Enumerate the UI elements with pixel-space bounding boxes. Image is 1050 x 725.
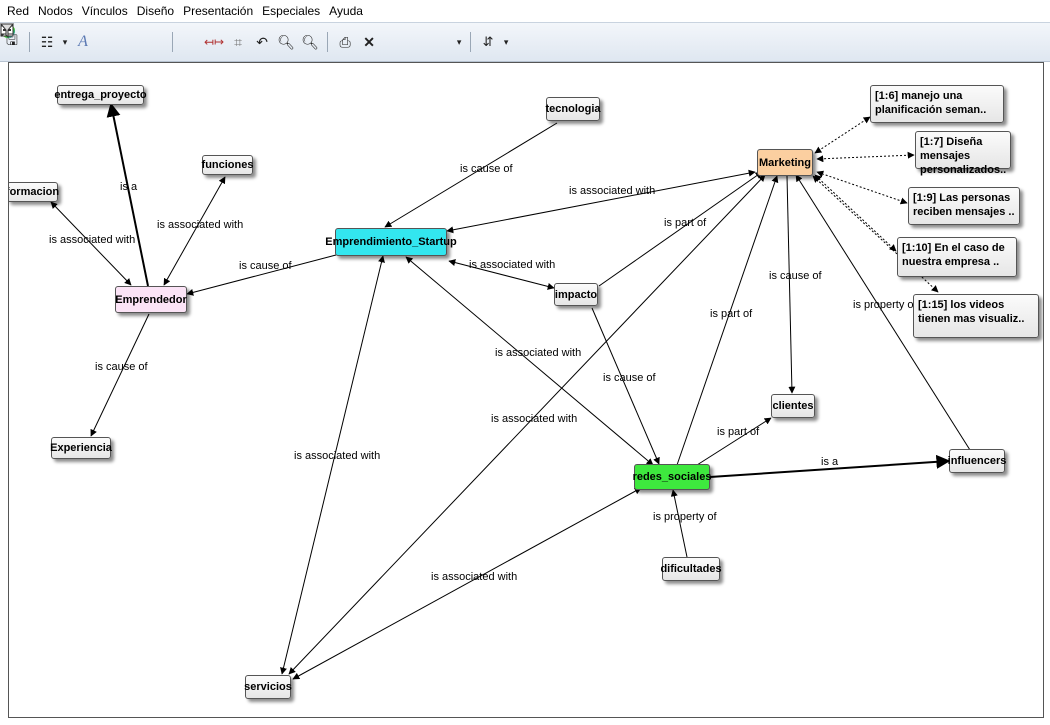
menu-bar: Red Nodos Vínculos Diseño Presentación E…: [0, 0, 1050, 22]
link-tecnologia-emprendimiento: [384, 122, 558, 228]
label-is-associated-with: is associated with: [569, 185, 655, 197]
font-icon[interactable]: A: [78, 33, 88, 50]
menu-ayuda[interactable]: Ayuda: [329, 4, 363, 18]
link-q3-marketing: [816, 170, 908, 205]
node-experiencia[interactable]: Experiencia: [50, 437, 112, 459]
node-quote-1-10[interactable]: [1:10] En el caso de nuestra empresa ..: [897, 237, 1017, 277]
search-icon[interactable]: [0, 23, 165, 53]
label-is-associated-with: is associated with: [49, 234, 135, 246]
delete-icon[interactable]: ✕: [363, 33, 375, 50]
grid-icon[interactable]: ⌗: [234, 33, 243, 50]
label-is-a: is a: [821, 456, 839, 468]
label-is-cause-of: is cause of: [603, 372, 657, 384]
label-is-part-of: is part of: [717, 426, 760, 438]
label-is-part-of: is part of: [710, 308, 753, 320]
toolbar-separator: [470, 32, 472, 52]
label-is-associated-with: is associated with: [469, 259, 555, 271]
link-emprendimiento-servicios: [280, 255, 385, 675]
menu-vinculos[interactable]: Vínculos: [81, 4, 128, 18]
link-redes-servicios: [292, 487, 642, 680]
label-is-property-of: is property of~: [853, 299, 923, 311]
label-is-cause-of: is cause of: [769, 270, 823, 282]
menu-presentacion[interactable]: Presentación: [183, 4, 254, 18]
label-is-a: is a: [120, 181, 138, 193]
menu-especiales[interactable]: Especiales: [262, 4, 321, 18]
menu-red[interactable]: Red: [7, 4, 30, 18]
unlink-icon[interactable]: [0, 23, 427, 53]
menu-diseno[interactable]: Diseño: [136, 4, 175, 18]
undo-icon[interactable]: ↶: [256, 33, 268, 50]
link-emprendedor-funciones: [163, 176, 226, 286]
link-layer: is a is associated with is associated wi…: [49, 102, 971, 680]
image-icon[interactable]: [0, 23, 141, 53]
link-redes-influencers: [709, 454, 951, 478]
link-emprendedor-entrega: [106, 102, 149, 287]
dropdown-icon[interactable]: ▾: [456, 36, 462, 47]
layout-icon[interactable]: [0, 23, 200, 53]
node-emprendimiento-startup[interactable]: Emprendimiento_Startup: [325, 228, 457, 256]
link-q1-marketing: [814, 116, 871, 154]
zoom-in-icon[interactable]: 🔍︎: [301, 33, 319, 50]
toolbar-separator: [327, 32, 329, 52]
link-marketing-emprendimiento: [446, 169, 756, 234]
toolbar-separator: [172, 32, 173, 52]
label-is-part-of: is part of: [664, 217, 707, 229]
sort-icon[interactable]: ⇵: [482, 34, 494, 49]
label-is-associated-with: is associated with: [491, 413, 577, 425]
node-dificultades[interactable]: dificultades: [660, 557, 722, 581]
menu-nodos[interactable]: Nodos: [38, 4, 73, 18]
node-quote-1-7[interactable]: [1:7] Diseña mensajes personalizados..: [915, 131, 1011, 176]
spread-icon[interactable]: ↤↦: [204, 35, 225, 49]
node-formacion[interactable]: formacion: [9, 182, 59, 202]
zoom-out-icon[interactable]: 🔍︎: [277, 33, 295, 50]
color-icon[interactable]: [1, 24, 117, 53]
link-emprendedor-formacion: [50, 201, 132, 286]
node-emprendedor[interactable]: Emprendedor: [115, 286, 187, 313]
node-funciones[interactable]: funciones: [202, 155, 253, 175]
toolbar: 🖫 ☷ ▾ A ↤↦ ⌗ ↶ 🔍︎ 🔍︎ ⎙ ✕ ▾ ⇵ ▾: [0, 22, 1050, 62]
link-redes-marketing: [676, 175, 779, 466]
network-canvas[interactable]: is a is associated with is associated wi…: [8, 62, 1044, 718]
node-servicios[interactable]: servicios: [244, 675, 292, 699]
label-is-associated-with: is associated with: [157, 219, 243, 231]
node-quote-1-15[interactable]: [1:15] los videos tienen mas visualiz..: [913, 294, 1039, 338]
link-impacto-redes: [591, 307, 660, 465]
node-tecnologia[interactable]: tecnologia: [546, 97, 601, 121]
link-q4-marketing: [814, 174, 897, 252]
node-marketing[interactable]: Marketing: [757, 149, 813, 176]
dropdown-icon[interactable]: ▾: [503, 36, 509, 47]
new-node-icon[interactable]: ☷: [40, 33, 54, 50]
toolbar-separator: [29, 32, 30, 52]
label-is-cause-of: is cause of: [460, 163, 514, 175]
view-icon[interactable]: [0, 25, 451, 53]
link-icon[interactable]: [0, 23, 403, 53]
link-redes-clientes: [696, 417, 772, 466]
print-icon[interactable]: ⎙: [339, 33, 351, 50]
label-is-property-of: is property of: [653, 511, 718, 523]
label-is-associated-with: is associated with: [294, 450, 380, 462]
node-impacto[interactable]: impacto: [554, 283, 598, 306]
link-q2-marketing: [816, 151, 915, 163]
label-is-cause-of: is cause of: [239, 260, 293, 272]
label-is-cause-of: is cause of: [95, 361, 149, 373]
node-entrega-proyecto[interactable]: entrega_proyecto: [54, 85, 147, 105]
label-is-associated-with: is associated with: [431, 571, 517, 583]
node-clientes[interactable]: clientes: [771, 394, 815, 418]
link-marketing-clientes: [786, 175, 796, 394]
label-is-associated-with: is associated with: [495, 347, 581, 359]
link-emprendimiento-redes: [405, 256, 654, 466]
filter-icon[interactable]: [0, 23, 534, 53]
dropdown-icon[interactable]: ▾: [62, 36, 68, 47]
node-quote-1-6[interactable]: [1:6] manejo una planificación seman..: [870, 85, 1004, 123]
link-dificultades-redes: [670, 489, 688, 558]
node-redes-sociales[interactable]: redes_sociales: [633, 464, 711, 490]
link-emprendedor-experiencia: [90, 313, 150, 437]
node-quote-1-9[interactable]: [1:9] Las personas reciben mensajes ..: [908, 187, 1020, 225]
node-influencers[interactable]: influencers: [948, 449, 1006, 473]
save-icon[interactable]: 🖫: [6, 32, 18, 48]
